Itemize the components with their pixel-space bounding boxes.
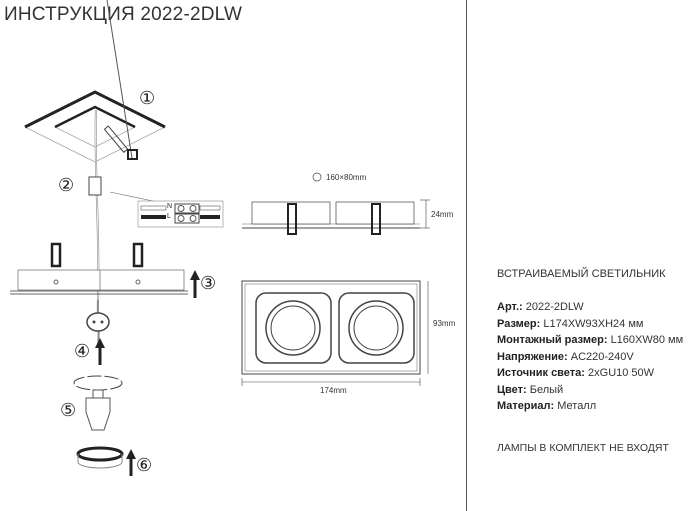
lamps-not-included-note: ЛАМПЫ В КОМПЛЕКТ НЕ ВХОДЯТ [497, 442, 669, 454]
spec-label: Материал: [497, 400, 555, 412]
height-dimension: 24mm [431, 210, 454, 219]
spec-value: 2xGU10 50W [588, 367, 655, 379]
page-title: ИНСТРУКЦИЯ 2022-2DLW [4, 4, 243, 25]
product-heading: ВСТРАИВАЕМЫЙ СВЕТИЛЬНИК [497, 268, 666, 280]
spec-label: Размер: [497, 317, 541, 330]
spec-row: Напряжение: AC220-240V [497, 349, 683, 366]
fixture-side-view [10, 242, 188, 295]
ceiling-cutout-drawing [24, 0, 166, 163]
length-dimension: 174mm [320, 386, 347, 395]
step-1-label: ① [139, 88, 156, 108]
step-2-label: ② [58, 175, 75, 195]
spec-row: Источник света: 2xGU10 50W [497, 365, 683, 382]
step-6-label: ⑥ [136, 455, 153, 475]
wire-n-label: N [167, 203, 173, 210]
cutout-dimension: 160×80mm [326, 173, 367, 182]
width-dimension: 93mm [433, 319, 456, 328]
spec-value: AC220-240V [570, 350, 634, 363]
wire-l-label: L [167, 213, 171, 220]
spec-value: Белый [529, 383, 564, 396]
spec-row: Арт.: 2022-2DLW [497, 299, 683, 316]
fixture-front-view [241, 280, 429, 386]
spec-value: Металл [557, 400, 597, 412]
spec-row: Монтажный размер: L160XW80 мм [497, 332, 683, 349]
spec-row: Размер: L174XW93XH24 мм [497, 316, 683, 333]
spec-list: Арт.: 2022-2DLW Размер: L174XW93XH24 мм … [497, 299, 683, 415]
step-3-label: ③ [200, 273, 217, 293]
spec-label: Цвет: [497, 383, 527, 396]
spec-value: L174XW93XH24 мм [543, 317, 644, 330]
spec-label: Источник света: [497, 367, 585, 379]
spec-label: Арт.: [497, 301, 523, 313]
divider [466, 0, 467, 511]
step-5-label: ⑤ [60, 400, 77, 420]
spec-row: Материал: Металл [497, 398, 683, 415]
step-4-label: ④ [74, 341, 91, 361]
spec-value: L160XW80 мм [610, 334, 684, 346]
spec-row: Цвет: Белый [497, 382, 683, 399]
fixture-profile-view [242, 172, 430, 235]
spec-value: 2022-2DLW [525, 301, 584, 313]
spec-label: Монтажный размер: [497, 334, 608, 346]
spec-label: Напряжение: [497, 350, 568, 363]
